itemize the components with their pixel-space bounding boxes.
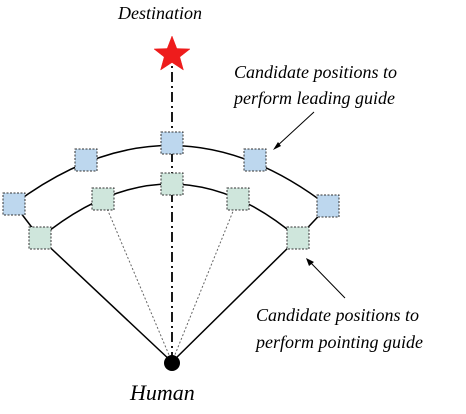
leading-pointer-arrow <box>273 111 315 150</box>
destination-label: Destination <box>118 3 202 23</box>
star-icon <box>153 35 191 71</box>
leading-candidate-square <box>160 131 184 155</box>
human-dot-icon <box>164 355 180 371</box>
leading-candidate-square <box>243 148 267 172</box>
human-label: Human <box>130 380 195 405</box>
leading-label-line2: perform leading guide <box>234 88 395 108</box>
pointing-label-line1: Candidate positions to <box>256 305 420 325</box>
pointing-guide-label: Candidate positions to perform pointing … <box>256 302 423 356</box>
leading-candidate-square <box>74 148 98 172</box>
fan-left-line <box>39 237 173 363</box>
leading-candidate-square <box>316 194 340 218</box>
pointing-label-line2: perform pointing guide <box>256 332 423 352</box>
pointing-candidate-square <box>91 187 115 211</box>
leading-label-line1: Candidate positions to <box>234 62 398 82</box>
fan-dotted-line <box>171 198 239 363</box>
leading-candidates <box>2 131 340 218</box>
pointing-candidate-square <box>160 172 184 196</box>
pointing-candidate-square <box>226 187 250 211</box>
fan-right-line <box>171 237 299 363</box>
pointing-candidate-square <box>28 226 52 250</box>
leading-candidate-square <box>2 192 26 216</box>
pointing-candidates <box>28 172 310 250</box>
fan-dotted-line <box>102 198 173 363</box>
pointing-candidate-square <box>286 226 310 250</box>
leading-guide-label: Candidate positions to perform leading g… <box>234 59 397 111</box>
pointing-pointer-arrow <box>306 258 346 299</box>
